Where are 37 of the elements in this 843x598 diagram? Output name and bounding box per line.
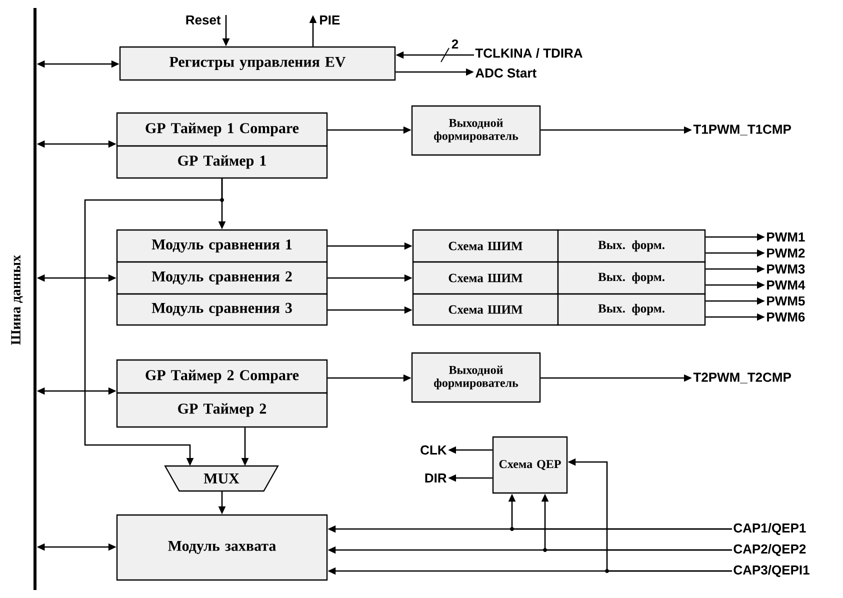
registers-box: Регистры управления EV [119,46,396,81]
bus-label: Шина данных [11,255,23,345]
signal-label: PWM2 [767,248,805,258]
compare-box: Модуль сравнения 2 [116,261,328,295]
signal-label: TCLKINA / TDIRA [475,48,582,58]
qep-box: Схема QEP [492,436,568,494]
timer-box: GP Таймер 2 [116,392,328,428]
pwm-circuit-box: Схема ШИМ [412,229,559,263]
output-shaper-box: Вых. форм. [557,261,706,295]
timer-box: GP Таймер 2 Compare [116,359,328,394]
pwm-circuit-box: Схема ШИМ [412,261,559,295]
signal-label: DIR [425,474,447,482]
signal-label: CAP2/QEP2 [734,544,806,556]
signal-label: PWM4 [767,280,806,290]
timer-box: GP Таймер 1 [116,145,328,179]
signal-label: CAP1/QEP1 [734,523,806,535]
signal-label: PIE [320,16,340,24]
signal-label: PWM3 [767,264,805,274]
signal-label: T1PWM_T1CMP [693,124,791,136]
signal-label: PWM1 [767,232,805,242]
pwm-circuit-box: Схема ШИМ [412,293,559,326]
signal-label: PWM5 [767,296,805,306]
signal-label: ADC Start [476,68,536,78]
signal-label: CLK [420,445,447,455]
output-shaper-box: Вых. форм. [557,229,706,263]
edge-label: 2 [452,39,458,49]
output-shaper-box: Вых. форм. [557,293,706,326]
capture-box: Модуль захвата [116,514,328,581]
signal-label: T2PWM_T2CMP [693,372,791,384]
signal-label: Reset [186,15,221,25]
compare-box: Модуль сравнения 3 [116,293,328,326]
signal-label: PWM6 [767,312,805,322]
output-shaper-box: Выходной формирователь [411,105,541,156]
signal-label: CAP3/QEPI1 [734,565,810,577]
timer-box: GP Таймер 1 Compare [116,112,328,147]
output-shaper-box: Выходной формирователь [411,352,541,403]
compare-box: Модуль сравнения 1 [116,229,328,263]
